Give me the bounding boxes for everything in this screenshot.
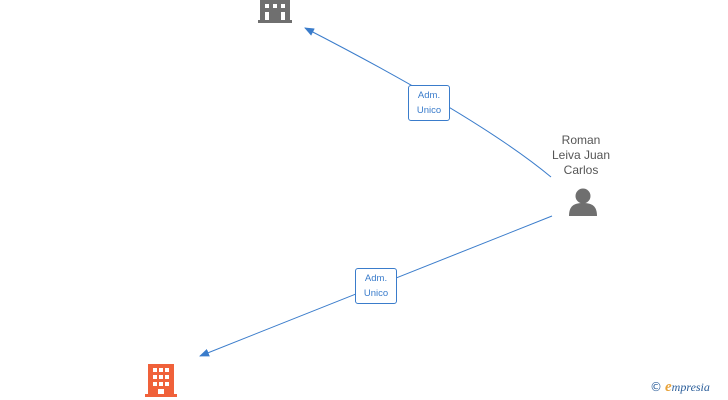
brand-watermark: ©empresia xyxy=(650,379,710,396)
edge-label-top[interactable]: Adm. Unico xyxy=(408,85,450,121)
edge-person-to-company-top xyxy=(304,27,552,178)
building-icon[interactable] xyxy=(145,364,177,397)
person-name-line: Roman xyxy=(561,133,601,147)
edge-label-line: Adm. xyxy=(364,273,388,284)
edge-label-line: Unico xyxy=(416,105,442,116)
copyright-symbol: © xyxy=(650,380,662,394)
person-name-line: Leiva Juan xyxy=(551,148,611,162)
edge-label-line: Adm. xyxy=(417,90,441,101)
edge-label-bottom[interactable]: Adm. Unico xyxy=(355,268,397,304)
brand-initial: e xyxy=(665,379,672,395)
edge-label-line: Unico xyxy=(363,288,389,299)
person-name-line: Carlos xyxy=(563,163,599,177)
brand-name: mpresia xyxy=(671,380,710,394)
building-icon[interactable] xyxy=(258,0,292,23)
person-icon[interactable] xyxy=(569,188,597,217)
person-name-label[interactable]: Roman Leiva Juan Carlos xyxy=(541,133,621,178)
